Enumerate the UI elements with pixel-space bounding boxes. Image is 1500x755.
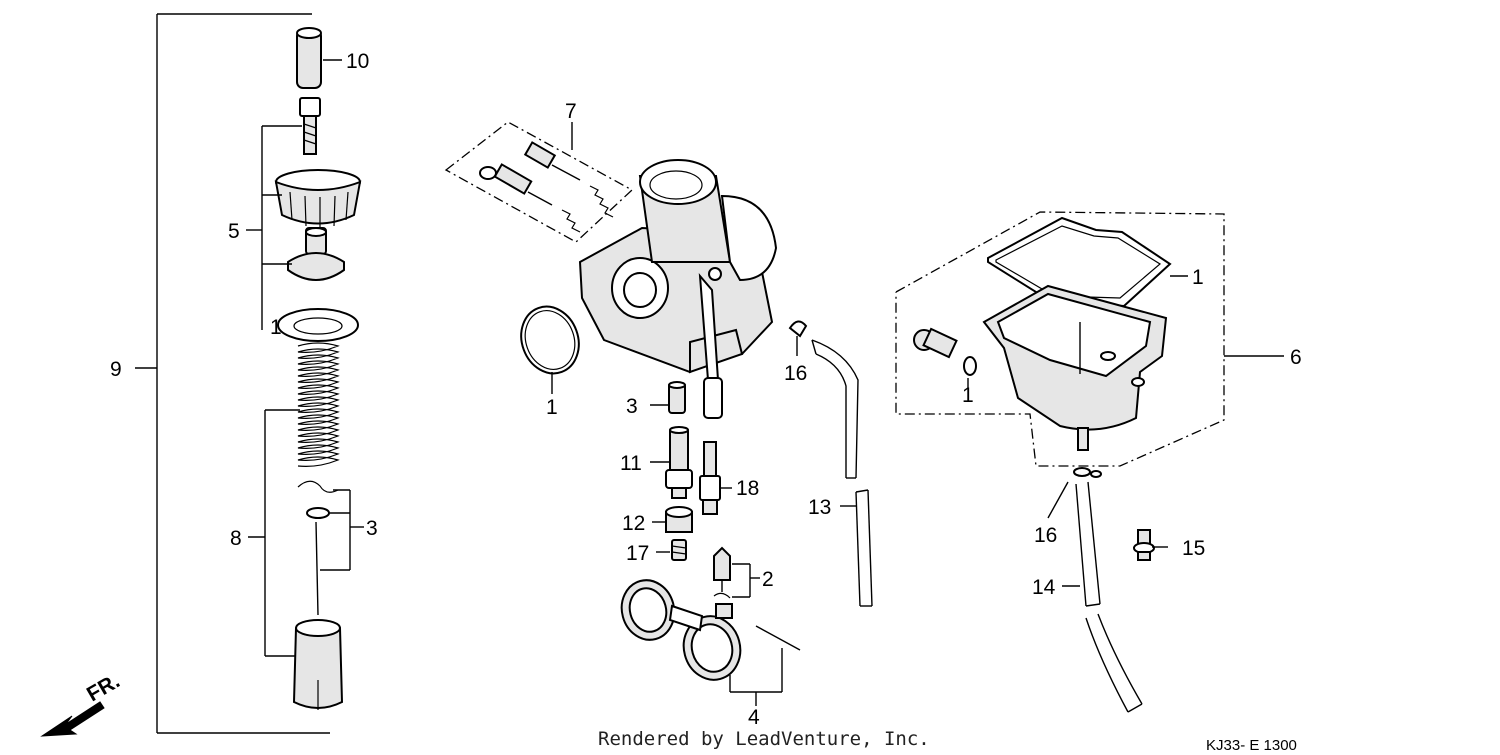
vent-tube <box>811 339 859 479</box>
part-14-drain-tube <box>1062 481 1143 713</box>
callout-5: 5 <box>228 220 240 243</box>
part-7-screw-kit <box>444 121 634 243</box>
float-assembly <box>620 579 801 706</box>
float-chamber-o-ring <box>520 305 580 394</box>
carburetor-top-nut <box>274 169 362 228</box>
callout-18: 18 <box>736 477 759 500</box>
slow-jet <box>699 441 732 515</box>
needle-jet-holder <box>650 381 686 414</box>
callout-1-top-gasket: 1 <box>270 316 282 339</box>
callout-12: 12 <box>622 512 645 535</box>
drain-screw <box>913 327 977 388</box>
callout-1-chamber-gasket: 1 <box>1192 266 1204 289</box>
front-direction-arrow: FR. <box>40 669 124 737</box>
callout-6: 6 <box>1290 346 1302 369</box>
callout-labels: 10 5 1 9 8 3 7 1 3 11 18 12 17 2 4 16 13… <box>110 50 1302 729</box>
part-10-cable-guide <box>296 27 342 89</box>
callout-16-lower: 16 <box>1034 524 1057 547</box>
assembly-bracket-9 <box>135 13 330 734</box>
jet-needle-set <box>297 480 339 616</box>
main-jet <box>652 506 693 533</box>
callout-1-o-ring: 1 <box>546 396 558 419</box>
callout-3-left: 3 <box>366 517 378 540</box>
fr-label: FR. <box>83 669 124 706</box>
callout-15: 15 <box>1182 537 1205 560</box>
float-valve-set <box>713 546 760 599</box>
part-15-screw <box>1133 529 1168 561</box>
callout-1-drain-washer: 1 <box>962 384 974 407</box>
callout-10: 10 <box>346 50 369 73</box>
carburetor-body <box>578 159 778 419</box>
bracket-3-left <box>320 489 364 571</box>
callout-3-center: 3 <box>626 395 638 418</box>
top-gasket <box>277 308 359 342</box>
callout-8: 8 <box>230 527 242 550</box>
callout-2: 2 <box>762 568 774 591</box>
float-chamber-body <box>982 284 1168 451</box>
render-credit: Rendered by LeadVenture, Inc. <box>598 728 930 750</box>
tube-clip-lower <box>1047 467 1102 519</box>
float-chamber-gasket <box>987 216 1188 308</box>
callout-11: 11 <box>620 452 642 475</box>
throttle-valve <box>292 619 344 710</box>
diagram-code: KJ33- E 1300 <box>1206 737 1297 754</box>
bracket-5 <box>246 125 302 330</box>
callout-4: 4 <box>748 706 760 729</box>
callout-17: 17 <box>626 542 649 565</box>
adjuster-bolt <box>299 97 321 155</box>
carburetor-top-cap <box>287 227 345 281</box>
callout-13: 13 <box>808 496 831 519</box>
part-13-tube <box>840 489 873 607</box>
jet-screw <box>656 539 687 561</box>
callout-14: 14 <box>1032 576 1056 599</box>
main-jet-holder <box>650 426 693 499</box>
float-chamber-outline <box>895 211 1284 467</box>
tube-clip-top <box>788 320 808 356</box>
callout-16-top: 16 <box>784 362 807 385</box>
bracket-8 <box>248 409 300 657</box>
throttle-valve-spring <box>297 342 340 467</box>
callout-9: 9 <box>110 358 122 381</box>
callout-7: 7 <box>565 100 577 123</box>
